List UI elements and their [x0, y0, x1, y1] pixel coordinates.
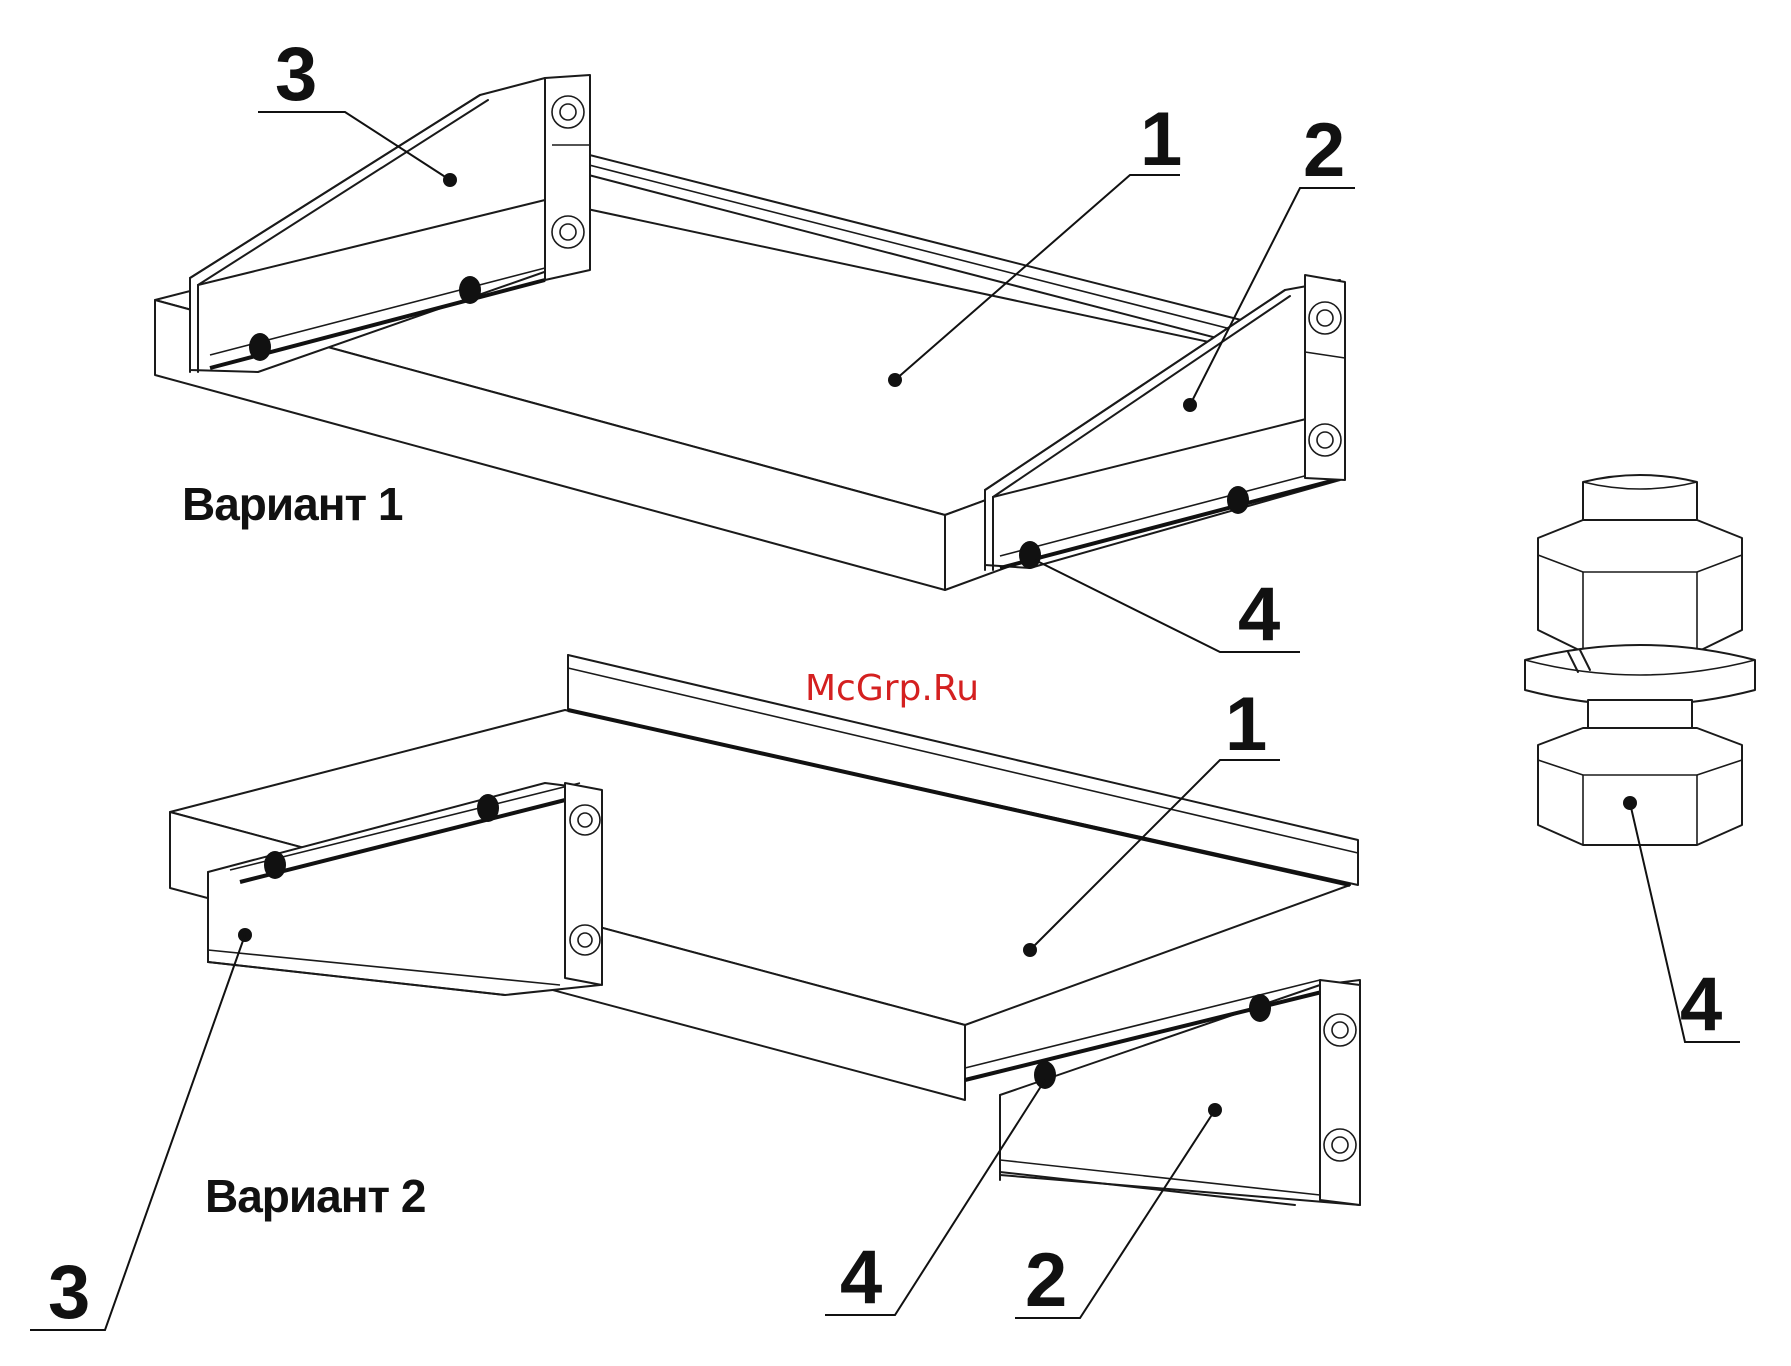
v1-part4-callout: 4 [1238, 572, 1280, 657]
v2-part2-callout: 2 [1025, 1238, 1067, 1323]
variant-2-label: Вариант 2 [205, 1170, 425, 1222]
v2-right-bracket [965, 980, 1360, 1205]
variant-2-assembly [30, 655, 1360, 1330]
watermark: McGrp.Ru [805, 668, 979, 709]
v1-part1-callout: 1 [1140, 97, 1182, 182]
variant-1-label: Вариант 1 [182, 478, 403, 530]
bolt-nut-fastener [1525, 475, 1755, 1042]
v1-part2-callout: 2 [1303, 108, 1345, 193]
v1-part3-callout: 3 [275, 32, 317, 117]
v2-part4-callout: 4 [840, 1235, 882, 1320]
v2-part1-callout: 1 [1225, 682, 1267, 767]
v2-part3-callout: 3 [48, 1250, 90, 1335]
fastener-part4-callout: 4 [1680, 962, 1722, 1047]
